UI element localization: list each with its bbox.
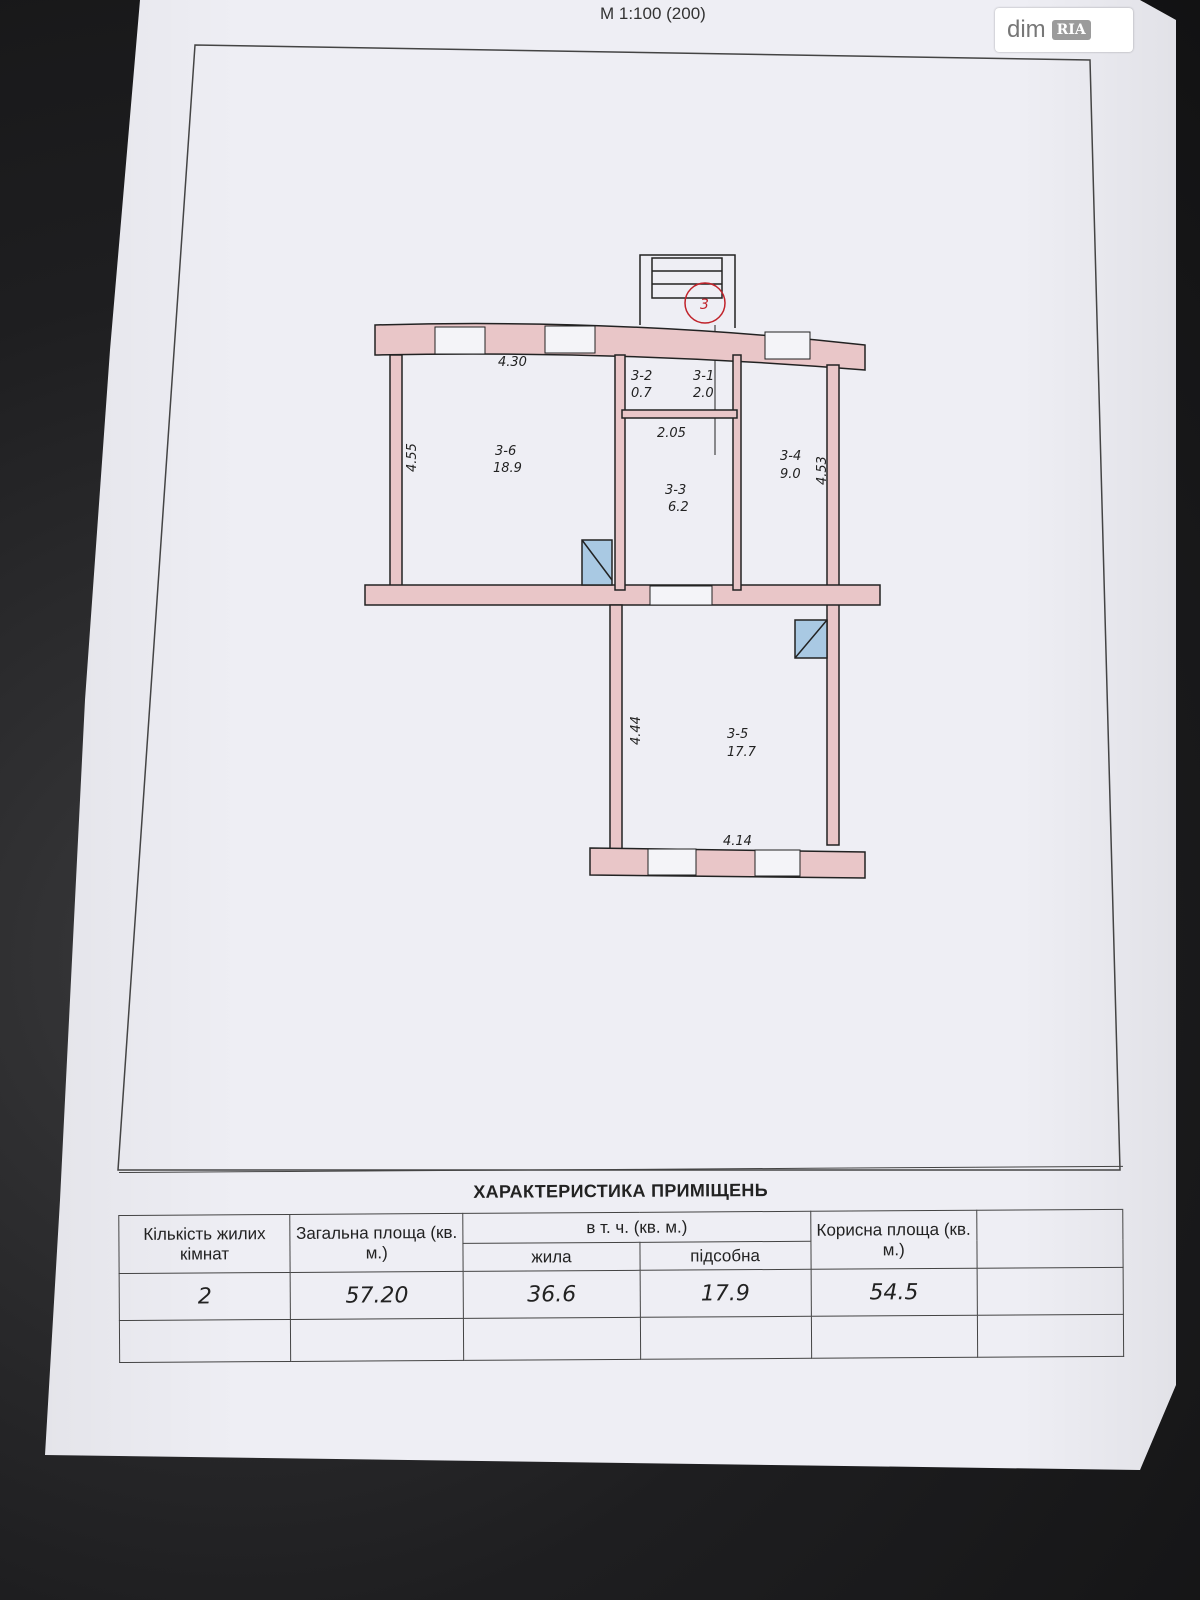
header-total-area: Загальна площа (кв. м.)	[289, 1213, 464, 1273]
room-3-1: 3-12.0	[693, 369, 714, 401]
room-3-6: 3-6 18.9	[493, 444, 522, 476]
logo-dim: dim	[1007, 16, 1046, 43]
svg-text:3-3: 3-3	[665, 483, 686, 498]
svg-text:9.0: 9.0	[780, 467, 801, 482]
room-3-3: 3-36.2	[665, 483, 689, 515]
svg-text:2.0: 2.0	[693, 386, 714, 401]
svg-text:6.2: 6.2	[668, 500, 689, 515]
svg-text:3-2: 3-2	[631, 369, 652, 384]
cell-auxiliary: 17.9	[639, 1269, 812, 1318]
ventilation-shafts	[581, 539, 828, 659]
svg-text:0.7: 0.7	[631, 386, 652, 401]
svg-text:18.9: 18.9	[493, 461, 522, 476]
table-title: ХАРАКТЕРИСТИКА ПРИМІЩЕНЬ	[118, 1166, 1123, 1216]
room-3-4: 3-49.0	[780, 449, 801, 482]
dimension-lower-left: 4.44	[629, 716, 644, 745]
svg-text:3-1: 3-1	[693, 369, 714, 384]
svg-text:3-6: 3-6	[495, 444, 516, 459]
dimension-right: 4.53	[815, 456, 830, 485]
header-including: в т. ч. (кв. м.)	[463, 1211, 811, 1244]
walls	[364, 322, 881, 879]
room-3-2: 3-20.7	[631, 369, 652, 401]
room-3-5: 3-5 17.7	[727, 727, 757, 760]
apartment-marker	[684, 282, 726, 324]
svg-text:3-4: 3-4	[780, 449, 801, 464]
dimension-top: 4.30	[498, 355, 527, 370]
windows	[434, 325, 811, 877]
header-rooms-count: Кількість жилих кімнат	[118, 1214, 291, 1274]
apartment-marker-label: 3	[700, 297, 709, 313]
svg-text:3-5: 3-5	[727, 727, 748, 742]
premises-characteristics-table: ХАРАКТЕРИСТИКА ПРИМІЩЕНЬ Кількість жилих…	[118, 1166, 1124, 1363]
dim-ria-logo: dim RIA	[995, 8, 1133, 52]
cell-living: 36.6	[463, 1270, 640, 1319]
header-useful-area: Корисна площа (кв. м.)	[810, 1210, 977, 1270]
svg-text:17.7: 17.7	[727, 745, 757, 760]
dimension-left: 4.55	[405, 443, 420, 472]
logo-ria: RIA	[1051, 20, 1091, 40]
header-living: жила	[463, 1242, 640, 1272]
scale-label: М 1:100 (200)	[600, 4, 706, 23]
dimension-middle: 2.05	[657, 426, 686, 441]
dimension-bottom: 4.14	[723, 834, 752, 849]
cell-rooms-count: 2	[119, 1272, 291, 1321]
cell-useful-area: 54.5	[810, 1268, 978, 1317]
header-auxiliary: підсобна	[639, 1241, 811, 1271]
cell-total-area: 57.20	[290, 1271, 464, 1320]
drawing-frame	[117, 44, 1121, 1171]
